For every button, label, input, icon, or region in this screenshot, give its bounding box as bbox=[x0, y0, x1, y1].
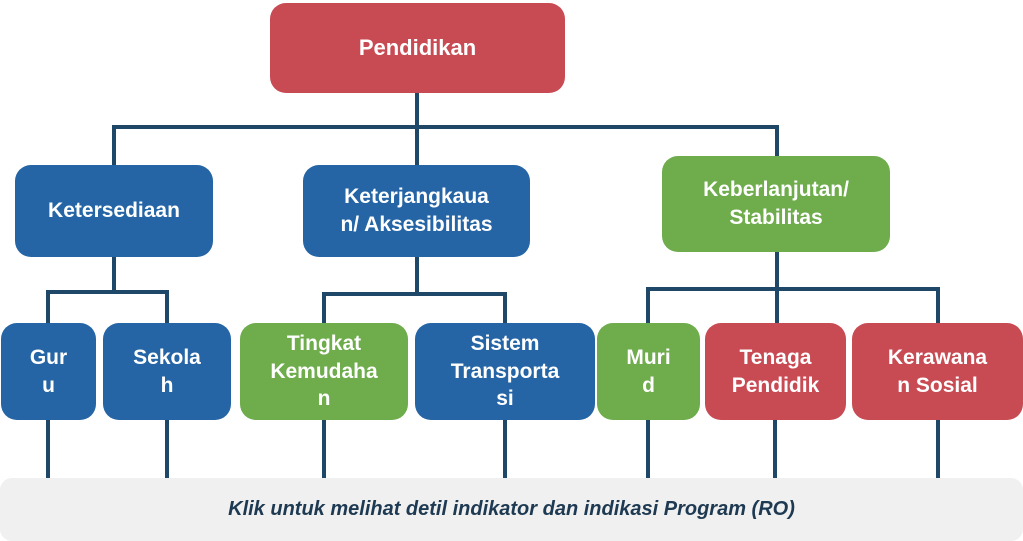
node-keterjangkauan-aksesibilitas[interactable]: Keterjangkaua n/ Aksesibilitas bbox=[303, 165, 530, 257]
connector-stub-kerawanan-sosial bbox=[936, 420, 940, 478]
node-sistem-transportasi[interactable]: Sistem Transporta si bbox=[415, 323, 595, 420]
connector-keterjangkauan-stem bbox=[415, 257, 419, 296]
node-tenaga-pendidik[interactable]: Tenaga Pendidik bbox=[705, 323, 846, 420]
connector-drop-keberlanjutan bbox=[775, 125, 779, 158]
connector-drop-keterjangkauan bbox=[415, 125, 419, 165]
connector-stub-tingkat-kemudahan bbox=[322, 420, 326, 478]
connector-drop-kerawanan-sosial bbox=[936, 287, 940, 324]
connector-drop-tingkat-kemudahan bbox=[322, 292, 326, 324]
node-ketersediaan[interactable]: Ketersediaan bbox=[15, 165, 213, 257]
connector-keberlanjutan-rail bbox=[646, 287, 940, 291]
node-pendidikan[interactable]: Pendidikan bbox=[270, 3, 565, 93]
connector-ketersediaan-rail bbox=[46, 290, 169, 294]
connector-drop-sistem-transportasi bbox=[503, 292, 507, 324]
connector-drop-murid bbox=[646, 287, 650, 324]
connector-drop-tenaga-pendidik bbox=[775, 287, 779, 324]
node-guru[interactable]: Gur u bbox=[1, 323, 96, 420]
connector-drop-guru bbox=[46, 290, 50, 324]
node-keberlanjutan-stabilitas[interactable]: Keberlanjutan/ Stabilitas bbox=[662, 156, 890, 252]
connector-ketersediaan-stem bbox=[112, 257, 116, 294]
node-sekolah[interactable]: Sekola h bbox=[103, 323, 231, 420]
node-tingkat-kemudahan[interactable]: Tingkat Kemudaha n bbox=[240, 323, 408, 420]
connector-keberlanjutan-stem bbox=[775, 252, 779, 291]
node-kerawanan-sosial[interactable]: Kerawana n Sosial bbox=[852, 323, 1023, 420]
connector-level2-rail bbox=[112, 125, 779, 129]
connector-stub-sistem-transportasi bbox=[503, 420, 507, 478]
node-murid[interactable]: Muri d bbox=[597, 323, 700, 420]
connector-stub-murid bbox=[646, 420, 650, 478]
connector-keterjangkauan-rail bbox=[322, 292, 507, 296]
connector-stub-tenaga-pendidik bbox=[773, 420, 777, 478]
footer-note: Klik untuk melihat detil indikator dan i… bbox=[228, 498, 795, 520]
footer-bar: Klik untuk melihat detil indikator dan i… bbox=[0, 478, 1023, 541]
connector-stub-guru bbox=[46, 420, 50, 478]
connector-drop-ketersediaan bbox=[112, 125, 116, 165]
connector-stub-sekolah bbox=[165, 420, 169, 478]
connector-drop-sekolah bbox=[165, 290, 169, 324]
connector-root-stem bbox=[415, 93, 419, 129]
